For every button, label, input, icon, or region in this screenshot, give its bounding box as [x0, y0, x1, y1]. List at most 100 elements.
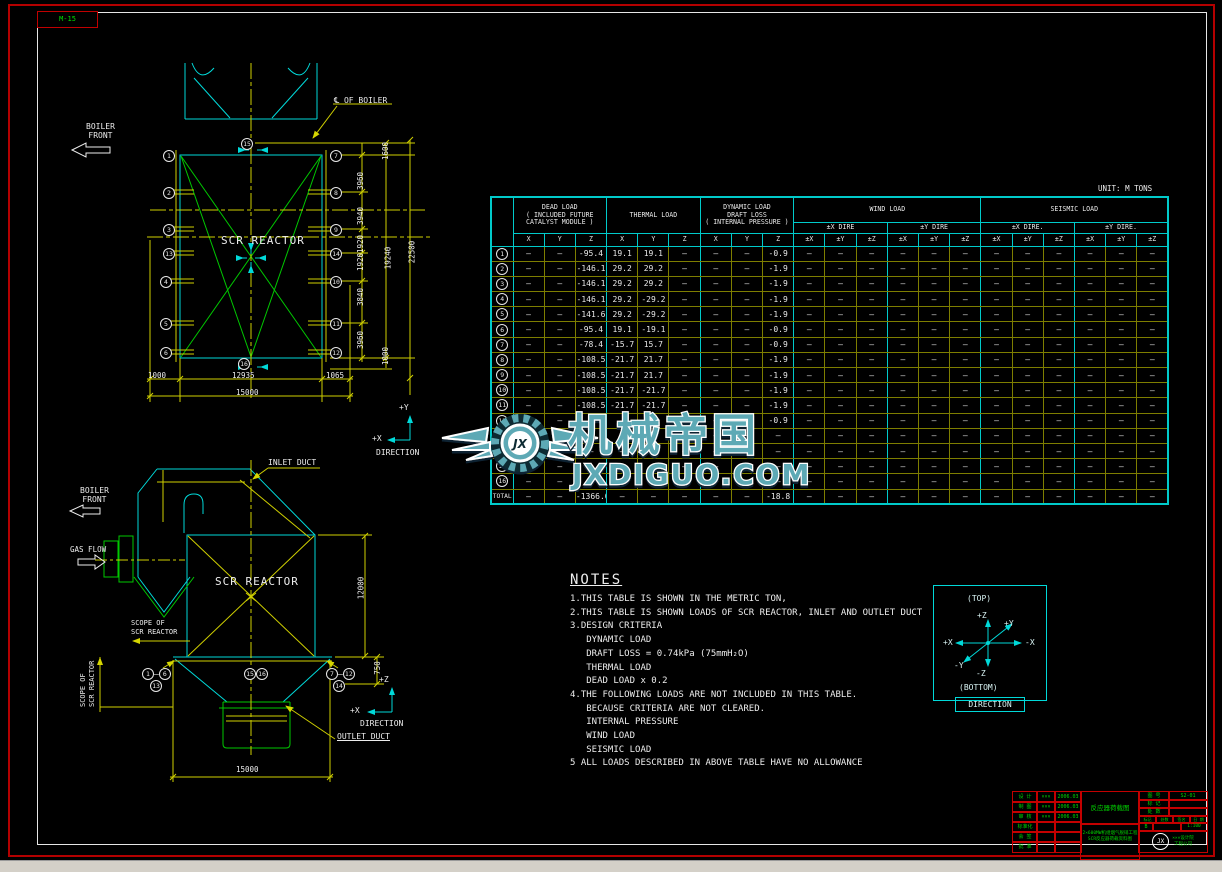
table-cell: — [949, 473, 982, 490]
marker-circle: 13 [163, 248, 175, 260]
dimension-label: 1065 [326, 371, 345, 380]
table-cell: — [1042, 260, 1076, 277]
title-block-cell: ××× [1036, 791, 1056, 803]
table-cell: — [1011, 336, 1044, 353]
table-cell: — [824, 473, 857, 490]
table-cell: — [1136, 351, 1169, 369]
row-number: 10 [490, 382, 514, 399]
dimension-label: 750 [372, 661, 382, 675]
table-cell: — [543, 366, 576, 384]
elev-axis-x-label: +X [350, 706, 360, 715]
note-line: 1.THIS TABLE IS SHOWN IN THE METRIC TON, [570, 594, 787, 604]
table-cell: — [824, 351, 857, 369]
marker-circle: 6 [158, 668, 171, 680]
note-line: DYNAMIC LOAD [570, 635, 652, 646]
plan-boiler-front-label: BOILER FRONT [86, 122, 115, 140]
table-cell: — [1011, 458, 1044, 475]
table-cell: — [1042, 306, 1076, 323]
dimension-label: 15000 [236, 388, 259, 397]
title-block-cell: 批 准 [1012, 841, 1038, 853]
table-cell: — [1105, 427, 1138, 444]
table-cell: -108.5 [574, 366, 608, 384]
elev-markers-right: 7–12 [326, 668, 355, 680]
table-cell: — [1105, 306, 1138, 323]
table-cell: — [1042, 321, 1076, 338]
table-cell: — [855, 245, 888, 262]
table-col-header: X [512, 232, 545, 247]
table-cell: — [543, 336, 576, 353]
table-cell: — [980, 260, 1013, 277]
table-cell: — [1136, 473, 1169, 490]
table-cell: — [855, 260, 888, 277]
table-cell: — [793, 366, 826, 384]
elev-centerlines [95, 460, 332, 755]
table-cell: — [886, 458, 919, 475]
table-cell: — [855, 458, 888, 475]
title-block-cell: 2006.03 [1054, 801, 1082, 813]
table-cell: -1.9 [762, 260, 795, 277]
table-cell: — [1136, 291, 1169, 308]
table-cell: — [949, 458, 982, 475]
table-cell: — [949, 306, 982, 323]
table-cell: -15.7 [606, 336, 639, 353]
marker-circle: 12 [330, 347, 342, 359]
table-cell: — [824, 260, 857, 277]
table-cell: — [949, 442, 982, 460]
table-cell: — [1011, 366, 1044, 384]
title-block-cell [1054, 831, 1082, 843]
table-cell: — [1105, 321, 1138, 338]
plan-axis-y-label: +Y [399, 403, 409, 412]
title-block-cell [1152, 822, 1182, 832]
table-cell: — [949, 291, 982, 308]
marker-circle: 16 [238, 358, 250, 370]
table-cell: — [699, 366, 732, 384]
table-cell: — [1105, 473, 1138, 490]
table-cell: — [1073, 351, 1107, 369]
table-cell: — [730, 473, 764, 490]
dimension-label: 1000 [148, 371, 167, 380]
row-number: 1 [490, 245, 514, 262]
marker-circle: 11 [330, 318, 342, 330]
table-cell: — [917, 412, 951, 429]
table-cell: — [1011, 321, 1044, 338]
watermark-monogram: JX [511, 437, 527, 451]
table-subgroup-header: ±X DIRE. [980, 221, 1075, 234]
dimension-label: 1920 [356, 252, 366, 272]
plan-center-mark [236, 147, 268, 370]
dimension-label: 1920 [356, 234, 366, 254]
table-cell: — [855, 427, 888, 444]
row-number: 4 [490, 291, 514, 308]
table-cell: — [917, 442, 951, 460]
table-cell: — [1073, 488, 1107, 505]
stamp-cell: JX ×××设计院 工程公司 [1138, 830, 1208, 853]
marker-circle: 7 [326, 668, 338, 680]
table-cell: — [855, 473, 888, 490]
watermark: JX 机械帝国 JXDIGUO.COM [440, 396, 820, 492]
table-cell: — [668, 291, 701, 308]
table-cell: 21.7 [637, 366, 670, 384]
marker-circle: 5 [160, 318, 172, 330]
title-block-cell [1036, 831, 1056, 843]
title-block-cell: 日 期 [1189, 815, 1208, 824]
table-cell: -21.7 [606, 366, 639, 384]
table-cell: — [1105, 351, 1138, 369]
row-number: 2 [490, 260, 514, 277]
table-cell: — [1011, 351, 1044, 369]
elev-flow-arrows [68, 504, 106, 570]
note-line: WIND LOAD [570, 731, 636, 742]
table-cell: 15.7 [637, 336, 670, 353]
table-cell: -78.4 [574, 336, 608, 353]
dimension-label: 19240 [383, 246, 393, 270]
table-cell: — [512, 488, 545, 505]
table-cell: — [855, 488, 888, 505]
table-cell: -141.6 [574, 306, 608, 323]
table-subgroup-header: ±Y DIRE [886, 221, 982, 234]
table-cell: — [512, 275, 545, 293]
table-col-header: X [699, 232, 732, 247]
table-cell: — [824, 412, 857, 429]
table-cell: — [512, 306, 545, 323]
